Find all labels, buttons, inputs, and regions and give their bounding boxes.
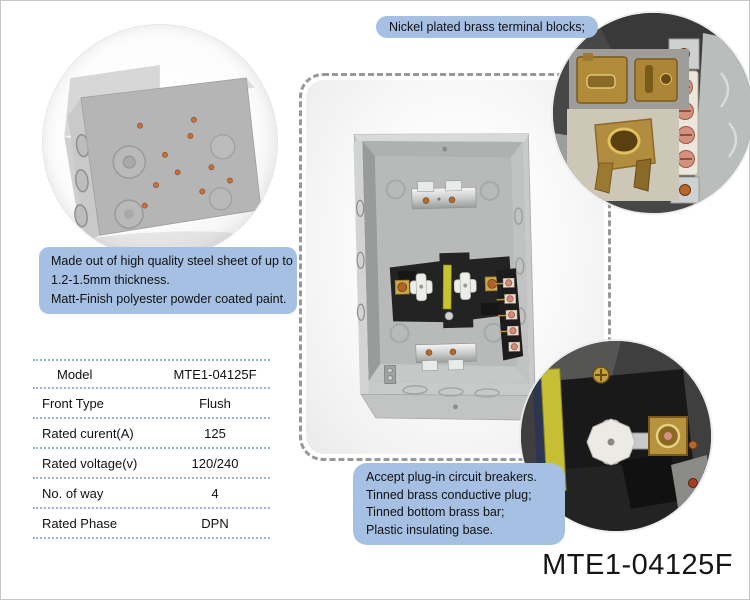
breaker-base-photo-circle — [521, 341, 711, 531]
callout-terminal-blocks-text: Nickel plated brass terminal blocks; — [389, 20, 585, 34]
spec-label: Rated curent(A) — [42, 425, 134, 441]
model-number: MTE1-04125F — [542, 549, 733, 581]
spec-label: Rated Phase — [42, 515, 118, 531]
spec-value: 4 — [211, 485, 219, 501]
spec-label: No. of way — [42, 485, 104, 501]
spec-row-model: Model MTE1-04125F — [33, 359, 270, 389]
callout-breakers-line2: Tinned brass conductive plug; — [366, 487, 532, 502]
terminal-blocks-photo-circle — [553, 13, 750, 213]
callout-breakers-line3: Tinned bottom brass bar; — [366, 505, 505, 519]
spec-label: Model — [57, 366, 93, 382]
callout-breakers-line4: Plastic insulating base. — [366, 522, 494, 537]
enclosure-photo-circle — [43, 25, 277, 259]
callout-breakers-line1: Accept plug-in circuit breakers. — [366, 470, 537, 484]
callout-steel-line2: 1.2-1.5mm thickness. — [51, 273, 170, 287]
spec-row-no-of-way: No. of way 4 — [33, 479, 270, 509]
callout-steel-sheet: Made out of high quality steel sheet of … — [39, 247, 297, 314]
callout-breakers: Accept plug-in circuit breakers. Tinned … — [353, 463, 565, 545]
spec-value: MTE1-04125F — [173, 366, 257, 382]
main-panel-frame — [299, 73, 611, 461]
spec-value: Flush — [199, 395, 231, 411]
enclosure-box-illustration — [64, 64, 262, 251]
spec-value: 125 — [204, 425, 226, 441]
open-panel-illustration — [353, 133, 536, 421]
spec-label: Front Type — [42, 395, 104, 411]
spec-label: Rated voltage(v) — [42, 455, 138, 471]
spec-value: 120/240 — [191, 455, 239, 471]
callout-steel-line3: Matt-Finish polyester powder coated pain… — [51, 292, 287, 306]
callout-terminal-blocks: Nickel plated brass terminal blocks; — [376, 16, 598, 38]
callout-steel-line1: Made out of high quality steel sheet of … — [51, 254, 293, 268]
spec-row-rated-voltage: Rated voltage(v) 120/240 — [33, 449, 270, 479]
spec-value: DPN — [201, 515, 229, 531]
spec-row-rated-current: Rated curent(A) 125 — [33, 419, 270, 449]
breaker-base-illustration — [521, 341, 711, 531]
spec-row-rated-phase: Rated Phase DPN — [33, 509, 270, 539]
spec-table: Model MTE1-04125F Front Type Flush Rated… — [33, 359, 270, 539]
spec-row-front-type: Front Type Flush — [33, 389, 270, 419]
terminal-blocks-illustration — [553, 13, 750, 213]
